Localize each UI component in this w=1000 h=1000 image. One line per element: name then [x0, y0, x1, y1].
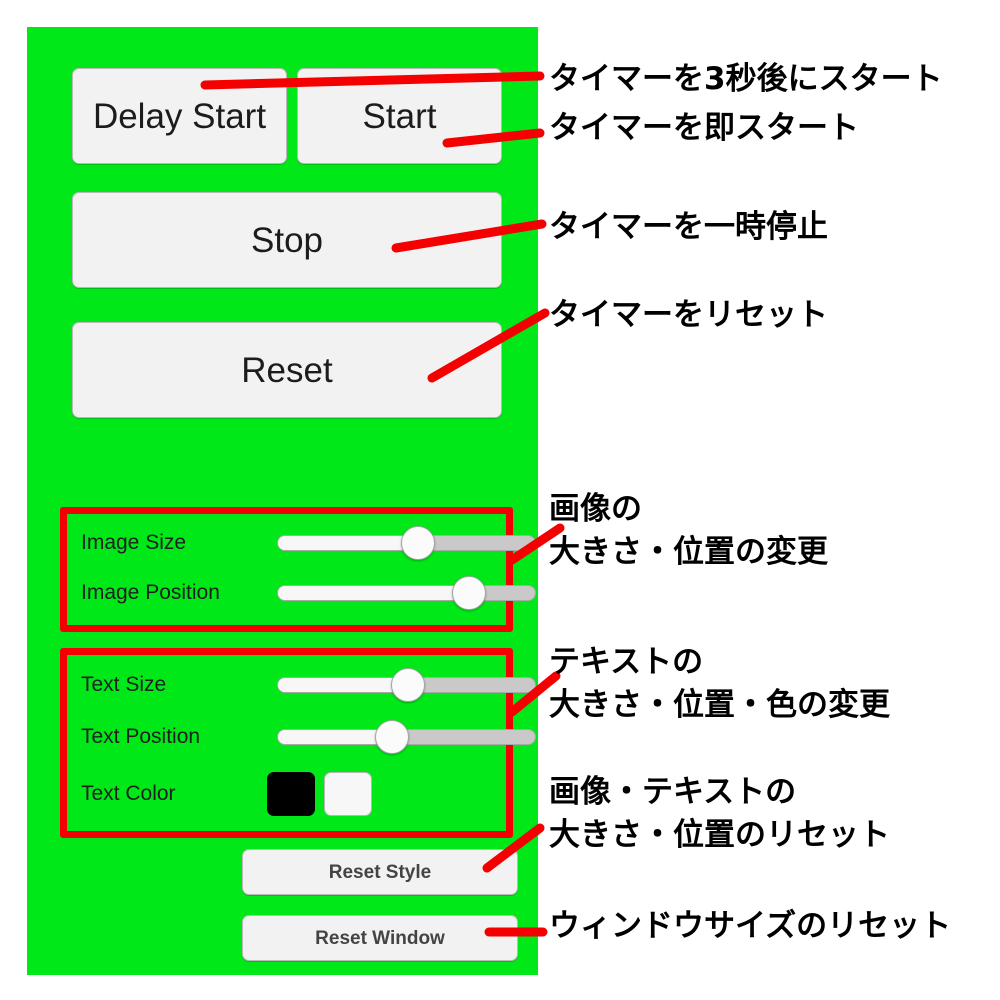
- image-position-slider-fill: [278, 586, 469, 600]
- stop-button-label: Stop: [251, 220, 323, 260]
- text-size-label: Text Size: [81, 673, 167, 696]
- reset-button-label: Reset: [241, 350, 333, 390]
- image-position-row: Image Position: [67, 570, 536, 616]
- reset-window-button-label: Reset Window: [315, 927, 445, 949]
- image-size-slider-thumb[interactable]: [400, 526, 435, 560]
- text-size-row: Text Size: [67, 662, 536, 708]
- stop-button[interactable]: Stop: [72, 192, 502, 288]
- annotation-reset-window: ウィンドウサイズのリセット: [549, 908, 952, 944]
- annotation-start: タイマーを即スタート: [549, 110, 859, 146]
- annotation-image-group-line1: 画像の: [549, 491, 642, 527]
- annotation-reset-style-line2: 大きさ・位置のリセット: [549, 817, 890, 853]
- delay-start-button[interactable]: Delay Start: [72, 68, 287, 164]
- timer-app-window: Delay Start Start Stop Reset Image Size …: [27, 27, 538, 975]
- text-color-label: Text Color: [81, 782, 176, 805]
- text-size-slider-thumb[interactable]: [390, 668, 425, 702]
- annotation-reset: タイマーをリセット: [549, 297, 828, 333]
- annotation-delay-start: タイマーを3秒後にスタート: [549, 61, 943, 97]
- text-color-swatch-black[interactable]: [267, 772, 315, 816]
- image-size-slider-fill: [278, 536, 417, 550]
- image-size-row: Image Size: [67, 520, 536, 566]
- reset-window-button[interactable]: Reset Window: [242, 915, 518, 961]
- text-position-slider-fill: [278, 730, 392, 744]
- reset-style-button[interactable]: Reset Style: [242, 849, 518, 895]
- image-position-slider-thumb[interactable]: [452, 576, 487, 610]
- annotation-text-group-line1: テキストの: [549, 644, 704, 680]
- annotation-text-group-line2: 大きさ・位置・色の変更: [549, 687, 890, 723]
- image-size-label: Image Size: [81, 531, 187, 554]
- image-controls-group: Image Size Image Position: [60, 507, 536, 632]
- text-position-label: Text Position: [81, 725, 201, 748]
- annotation-image-group-line2: 大きさ・位置の変更: [549, 534, 828, 570]
- delay-start-button-label: Delay Start: [92, 96, 267, 136]
- text-color-swatch-white[interactable]: [324, 772, 372, 816]
- annotation-reset-style-line1: 画像・テキストの: [549, 774, 797, 810]
- start-button[interactable]: Start: [297, 68, 502, 164]
- text-size-slider[interactable]: [277, 668, 536, 702]
- image-position-label: Image Position: [81, 581, 220, 604]
- annotation-stop: タイマーを一時停止: [549, 209, 828, 245]
- reset-style-button-label: Reset Style: [328, 861, 432, 883]
- text-size-slider-fill: [278, 678, 407, 692]
- text-color-row: Text Color: [67, 768, 506, 820]
- image-size-slider[interactable]: [277, 526, 536, 560]
- text-position-slider[interactable]: [277, 720, 536, 754]
- text-position-slider-thumb[interactable]: [375, 720, 410, 754]
- reset-button[interactable]: Reset: [72, 322, 502, 418]
- image-position-slider[interactable]: [277, 576, 536, 610]
- text-position-row: Text Position: [67, 714, 536, 760]
- text-controls-group: Text Size Text Position Text Color: [60, 648, 536, 838]
- start-button-label: Start: [362, 96, 437, 136]
